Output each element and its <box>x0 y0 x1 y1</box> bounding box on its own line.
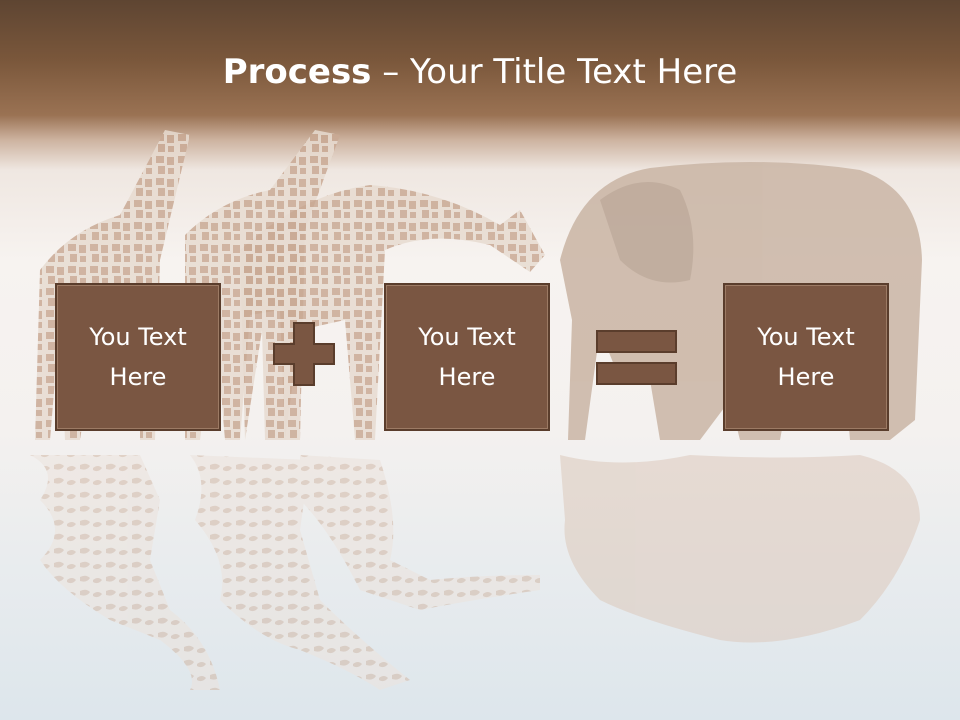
text-box-label: You Text Here <box>757 323 855 391</box>
giraffe-silhouette <box>240 185 545 440</box>
water-reflection <box>30 455 920 690</box>
text-box-3[interactable]: You Text Here <box>723 283 889 431</box>
title-bold: Process <box>222 52 372 92</box>
slide-title: Process – Your Title Text Here <box>0 52 960 92</box>
text-box-1[interactable]: You Text Here <box>55 283 221 431</box>
plus-icon <box>273 322 335 386</box>
text-box-label: You Text Here <box>418 323 516 391</box>
title-rest: – Your Title Text Here <box>371 52 738 92</box>
text-box-label: You Text Here <box>89 323 187 391</box>
text-box-2[interactable]: You Text Here <box>384 283 550 431</box>
equals-icon <box>596 330 677 385</box>
